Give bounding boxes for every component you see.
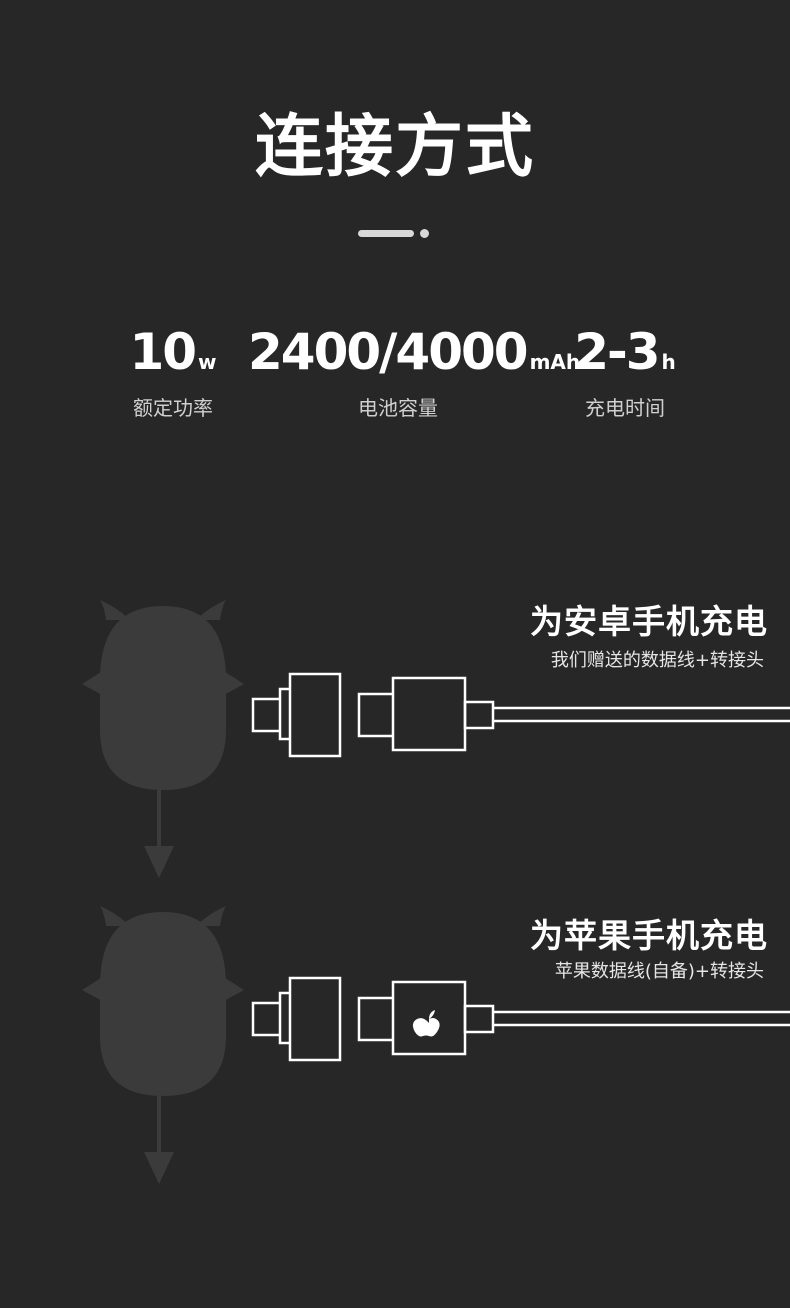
cable-connector-icon	[357, 980, 790, 1056]
title-underline-dot	[420, 229, 429, 238]
stat-caption: 电池容量	[358, 396, 438, 420]
usb-adapter-icon	[251, 976, 342, 1062]
stat-caption: 充电时间	[585, 396, 665, 420]
stat-caption: 额定功率	[133, 396, 213, 420]
apple-section-subtitle: 苹果数据线(自备)+转接头	[554, 961, 764, 982]
stat-value: 2-3	[574, 323, 660, 381]
android-section-subtitle: 我们赠送的数据线+转接头	[550, 650, 764, 671]
apple-section-title: 为苹果手机充电	[530, 916, 768, 955]
stat-unit: mAh	[529, 350, 581, 374]
stat-unit: w	[198, 350, 217, 374]
mascot-illustration	[82, 906, 244, 1184]
stat-value: 10	[129, 323, 197, 381]
stat-unit: h	[661, 350, 676, 374]
usb-adapter-icon	[251, 672, 342, 758]
apple-logo-icon	[412, 1010, 440, 1037]
page-title: 连接方式	[254, 108, 535, 187]
mascot-illustration	[82, 600, 244, 878]
stat-value: 2400/4000	[248, 323, 529, 381]
android-section-title: 为安卓手机充电	[530, 602, 768, 641]
title-underline-dash	[358, 230, 414, 237]
cable-connector-icon	[357, 676, 790, 752]
